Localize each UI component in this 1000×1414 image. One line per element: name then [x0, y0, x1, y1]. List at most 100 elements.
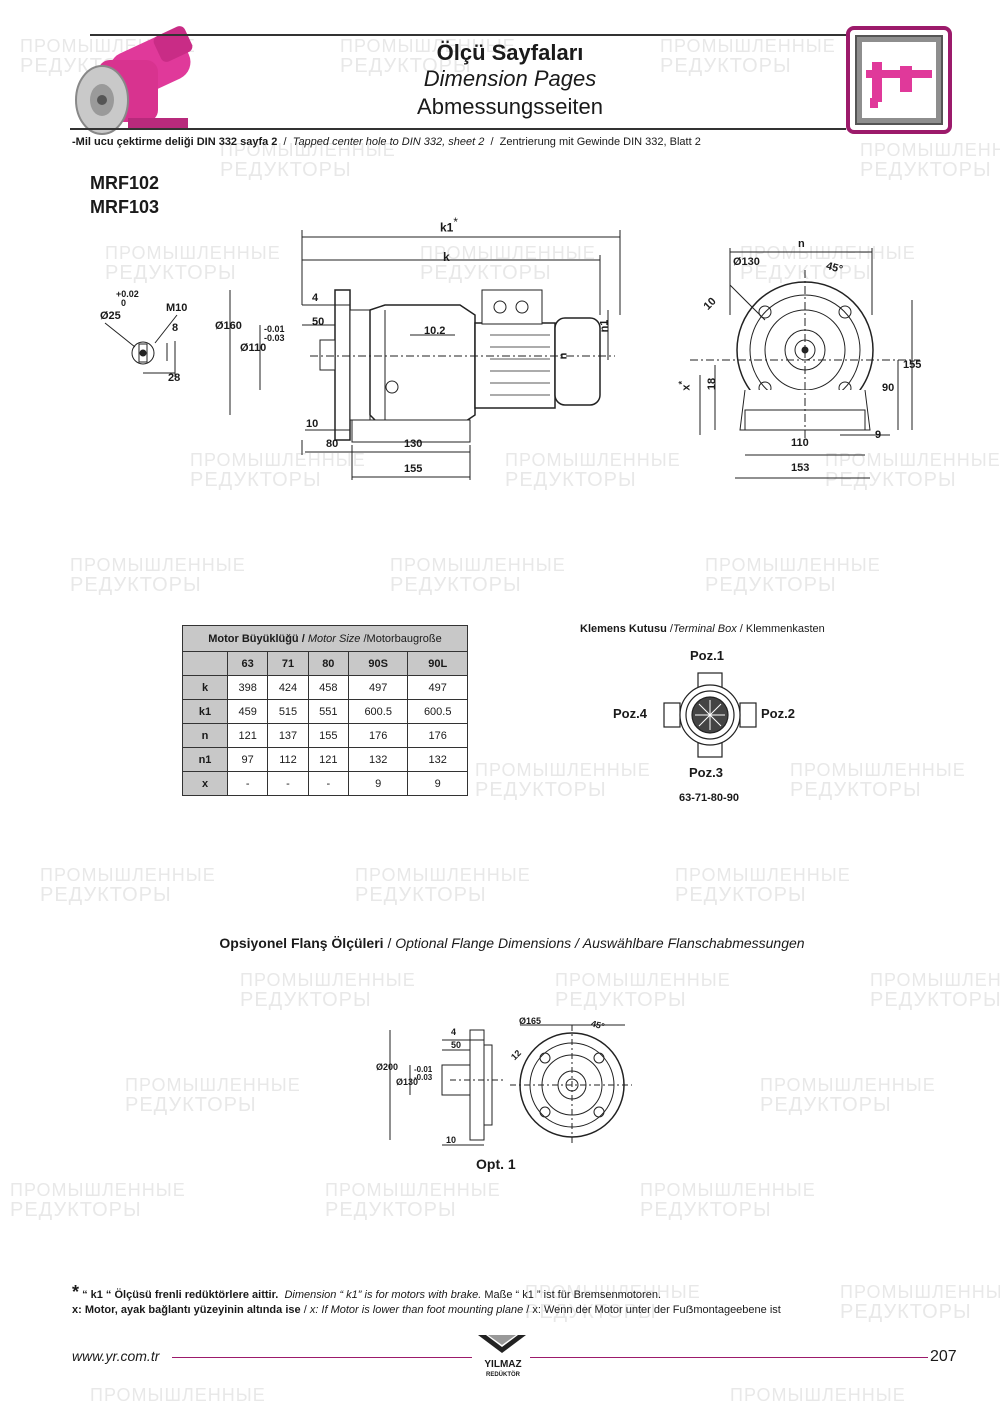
table-cell: 176 — [347, 723, 409, 748]
optional-flange-title: Opsiyonel Flanş Ölçüleri / Optional Flan… — [219, 935, 805, 951]
terminal-box-drawing — [663, 672, 757, 758]
flange-dim-10: 10 — [446, 1135, 457, 1145]
table-cell: 497 — [407, 675, 468, 700]
footer-url[interactable]: www.yr.com.tr — [72, 1348, 160, 1364]
watermark: ПРОМЫШЛЕННЫЕ — [730, 1385, 906, 1405]
table-cell: 9 — [347, 771, 409, 796]
column-header: 71 — [267, 651, 309, 676]
table-cell: 497 — [347, 675, 409, 700]
dim-n: n — [557, 352, 570, 360]
table-cell: 9 — [407, 771, 468, 796]
footnote-k1: * “ k1 “ Ölçüsü frenli redüktörlere aitt… — [72, 1282, 662, 1302]
flange-tolerance: -0.01-0.03 — [414, 1065, 433, 1082]
column-header: 63 — [226, 651, 269, 676]
shaft-key: 8 — [172, 322, 179, 334]
row-header: n — [182, 723, 228, 748]
table-header-row: 63 71 80 90S 90L — [182, 651, 468, 676]
table-cell: 121 — [226, 723, 269, 748]
row-header: k1 — [182, 699, 228, 724]
table-row: n 121 137 155 176 176 — [182, 723, 468, 748]
title-en: Dimension Pages — [423, 66, 597, 91]
flange-d130: Ø130 — [396, 1077, 419, 1087]
table-cell: 458 — [307, 675, 349, 700]
opt1-caption: Opt. 1 — [476, 1156, 516, 1172]
row-header: k — [182, 675, 228, 700]
column-header: 80 — [307, 651, 349, 676]
yilmaz-logo-icon — [478, 1335, 526, 1353]
table-cell: 424 — [267, 675, 309, 700]
table-cell: 551 — [307, 699, 349, 724]
optional-flange-drawing — [389, 1024, 632, 1146]
caliper-icon — [846, 26, 952, 134]
front-dim-18: 18 — [706, 377, 719, 391]
motor-size-table: Motor Büyüklüğü / Motor Size /Motorbaugr… — [182, 625, 468, 796]
shaft-height: 28 — [168, 372, 181, 384]
shaft-end-drawing — [104, 314, 178, 377]
table-cell: 600.5 — [347, 699, 409, 724]
header-top-rule — [90, 34, 846, 36]
poz-4: Poz.4 — [613, 706, 647, 721]
shaft-thread: M10 — [166, 302, 188, 314]
table-row: x - - - 9 9 — [182, 771, 468, 796]
front-dim-d130: Ø130 — [733, 256, 760, 268]
page-number: 207 — [930, 1348, 957, 1365]
model-mrf103: MRF103 — [90, 197, 160, 217]
table-cell: 515 — [267, 699, 309, 724]
front-dim-9: 9 — [875, 429, 882, 441]
title-de: Abmessungsseiten — [417, 94, 603, 119]
flange-d200: Ø200 — [376, 1062, 399, 1072]
column-header: 90S — [347, 651, 409, 676]
column-header: 90L — [407, 651, 468, 676]
front-dim-153: 153 — [791, 462, 810, 474]
table-cell: 132 — [407, 747, 468, 772]
footer-rule-right — [530, 1357, 928, 1358]
table-cell: 459 — [226, 699, 269, 724]
table-cell: 176 — [407, 723, 468, 748]
dim-k1: k1* — [440, 216, 458, 235]
title-tr: Ölçü Sayfaları — [436, 40, 584, 65]
row-header: x — [182, 771, 228, 796]
table-cell: 132 — [347, 747, 409, 772]
table-cell: 112 — [267, 747, 309, 772]
footnote-x: x: Motor, ayak bağlantı yüzeyinin altınd… — [72, 1304, 781, 1316]
flange-dim-50: 50 — [451, 1040, 462, 1050]
motor-sizes: 63-71-80-90 — [679, 792, 739, 804]
row-header: n1 — [182, 747, 228, 772]
dim-130: 130 — [404, 438, 423, 450]
table-cell: 121 — [307, 747, 349, 772]
front-dim-155: 155 — [903, 359, 922, 371]
dim-tolerance: -0.01-0.03 — [264, 324, 285, 343]
dim-d110: Ø110 — [240, 342, 267, 354]
front-dim-110: 110 — [791, 437, 809, 449]
poz-3: Poz.3 — [689, 765, 723, 780]
front-dim-n: n — [798, 238, 805, 250]
shaft-diameter: Ø25 — [100, 310, 121, 322]
dim-d160: Ø160 — [215, 320, 242, 332]
footer-rule-left — [172, 1357, 472, 1358]
terminal-box-title: Klemens Kutusu /Terminal Box / Klemmenka… — [580, 623, 825, 635]
gearmotor-image — [75, 26, 193, 135]
table-row: n1 97 112 121 132 132 — [182, 747, 468, 772]
table-cell: - — [267, 771, 309, 796]
table-cell: - — [226, 771, 269, 796]
table-cell: 97 — [226, 747, 269, 772]
poz-2: Poz.2 — [761, 706, 795, 721]
dim-k: k — [443, 250, 450, 264]
dim-10-2: 10.2 — [424, 325, 446, 337]
